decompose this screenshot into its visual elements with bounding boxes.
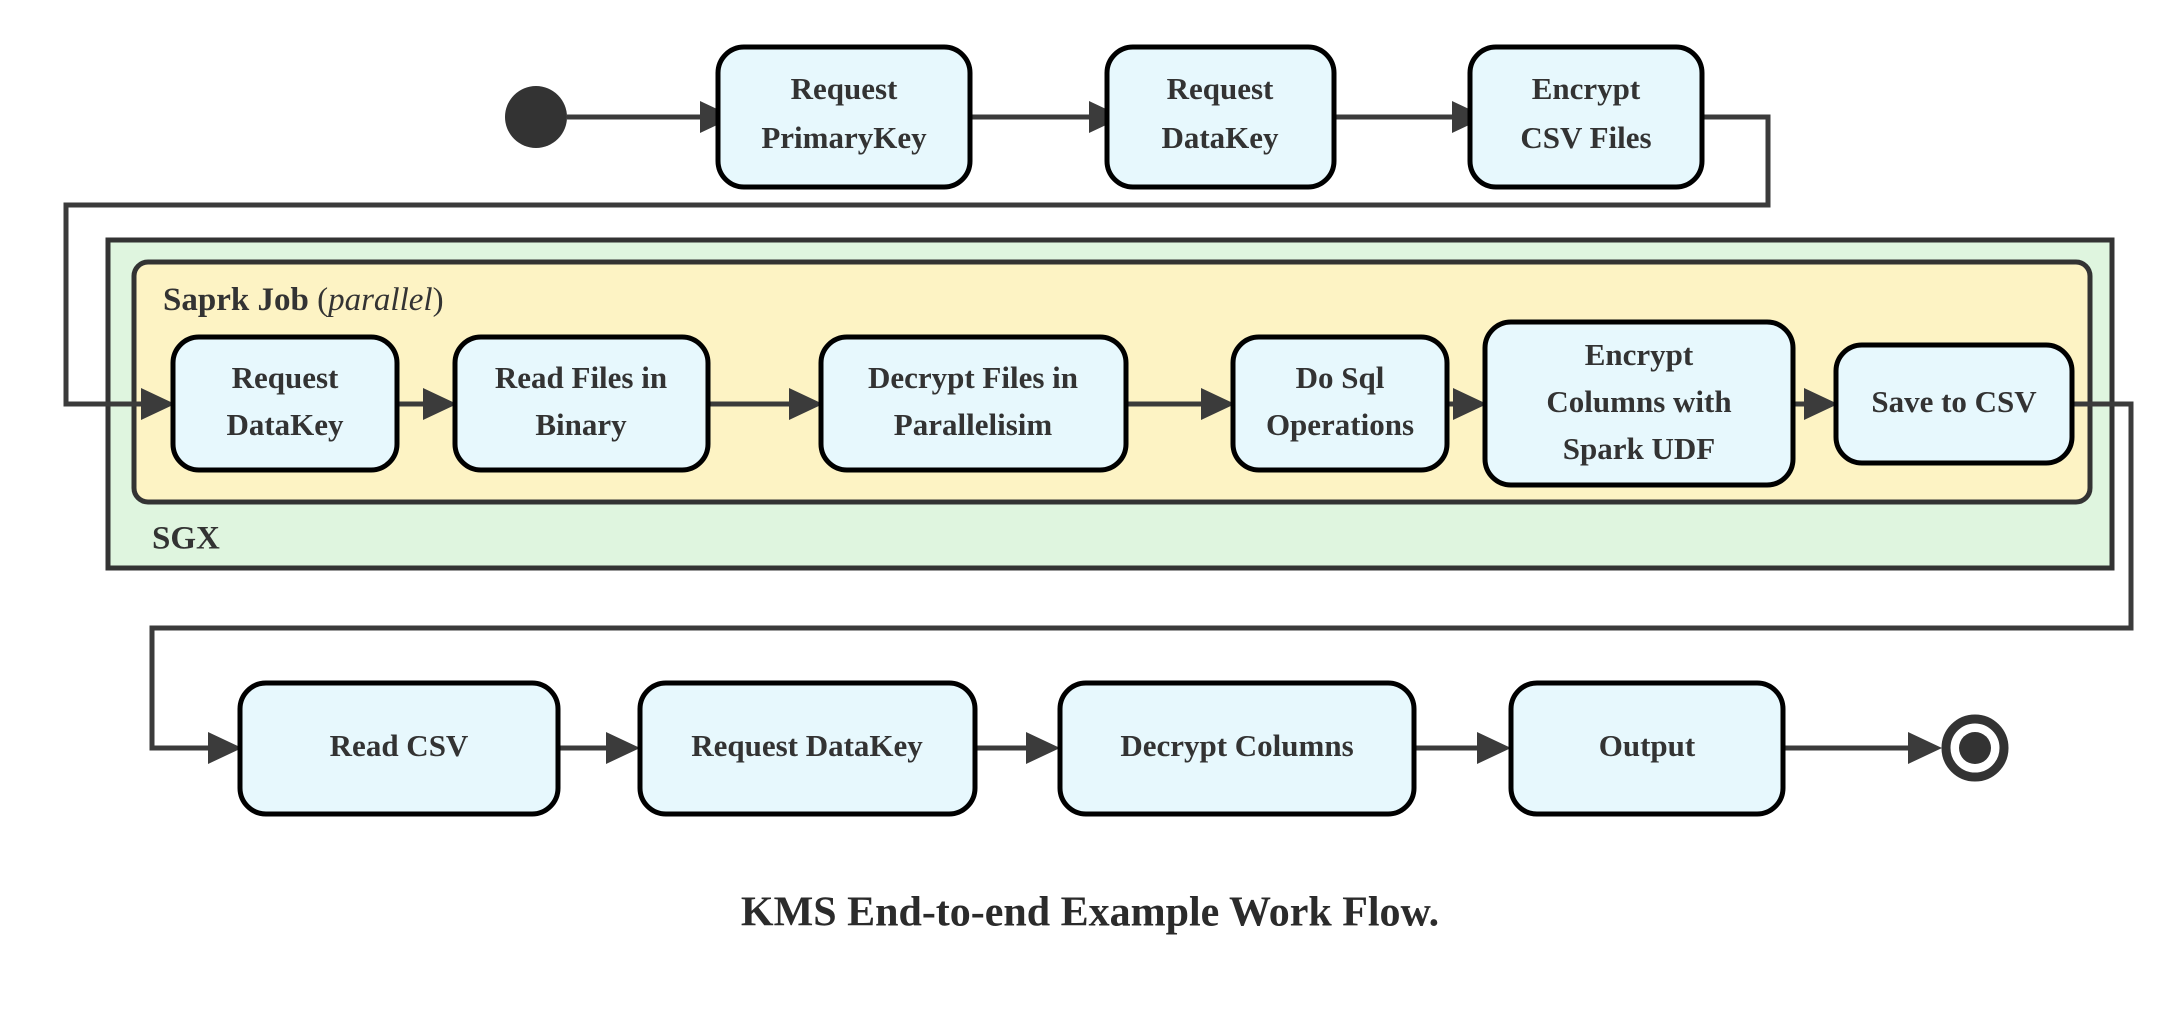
node-save-to-csv-label: Save to CSV xyxy=(1871,384,2037,419)
node-encrypt-columns-with-spark-udf-label3: Spark UDF xyxy=(1563,431,1715,466)
node-request-datakey-top-label: Request xyxy=(1167,71,1274,106)
edges-layer xyxy=(63,101,2134,764)
node-request-datakey-bottom[interactable]: Request DataKey xyxy=(637,680,978,817)
node-decrypt-files-in-parallelisim[interactable]: Decrypt Files in Parallelisim xyxy=(818,334,1129,473)
node-do-sql-operations[interactable]: Do Sql Operations xyxy=(1230,334,1450,473)
node-request-datakey-spark-label2: DataKey xyxy=(226,407,344,442)
node-read-csv[interactable]: Read CSV xyxy=(237,680,561,817)
edge-decrypt-files-to-do-sql xyxy=(1126,388,1235,420)
spark-job-label-paren-open: ( xyxy=(309,282,328,318)
node-output[interactable]: Output xyxy=(1508,680,1786,817)
edge-output-to-end xyxy=(1783,732,1942,764)
node-encrypt-csv-files-label: Encrypt xyxy=(1532,71,1641,106)
node-decrypt-columns-label: Decrypt Columns xyxy=(1120,728,1353,763)
sgx-label: SGX xyxy=(152,521,220,557)
edge-start-to-request-primarykey xyxy=(567,101,734,133)
node-request-primarykey[interactable]: Request PrimaryKey xyxy=(715,44,973,190)
node-decrypt-files-in-parallelisim-label: Decrypt Files in xyxy=(868,360,1078,395)
end-node xyxy=(1941,714,2009,782)
edge-request-datakey-spark-to-read-files xyxy=(397,388,457,420)
edge-request-datakey-to-decrypt-columns xyxy=(975,732,1060,764)
diagram-caption: KMS End-to-end Example Work Flow. xyxy=(741,890,1439,936)
spark-job-label-italic: parallel xyxy=(326,282,433,318)
node-request-datakey-bottom-label: Request DataKey xyxy=(691,728,923,763)
node-read-files-in-binary-label: Read Files in xyxy=(495,360,667,395)
node-output-label: Output xyxy=(1599,728,1696,763)
edge-read-csv-to-request-datakey xyxy=(558,732,640,764)
node-do-sql-operations-label2: Operations xyxy=(1266,407,1414,442)
edge-decrypt-columns-to-output xyxy=(1414,732,1511,764)
edge-save-to-csv-to-read-csv xyxy=(149,401,2134,764)
node-encrypt-csv-files-label2: CSV Files xyxy=(1520,120,1651,155)
edge-request-primarykey-to-request-datakey xyxy=(970,101,1123,133)
node-encrypt-columns-with-spark-udf-label: Encrypt xyxy=(1585,337,1694,372)
spark-job-label-paren-close: ) xyxy=(433,282,444,318)
node-read-files-in-binary-label2: Binary xyxy=(535,407,627,442)
start-node xyxy=(505,86,567,148)
edge-request-datakey-to-encrypt-csv xyxy=(1334,101,1486,133)
edge-encrypt-csv-to-request-datakey-spark xyxy=(63,114,1771,420)
node-save-to-csv[interactable]: Save to CSV xyxy=(1833,342,2075,466)
node-decrypt-files-in-parallelisim-label2: Parallelisim xyxy=(894,407,1053,442)
node-request-datakey-spark[interactable]: Request DataKey xyxy=(170,334,400,473)
node-request-primarykey-label2: PrimaryKey xyxy=(761,120,927,155)
edge-read-files-to-decrypt-files xyxy=(708,388,823,420)
node-do-sql-operations-label: Do Sql xyxy=(1296,360,1385,395)
node-encrypt-csv-files[interactable]: Encrypt CSV Files xyxy=(1467,44,1705,190)
node-request-datakey-spark-label: Request xyxy=(232,360,339,395)
spark-job-label-bold: Saprk Job xyxy=(163,282,309,318)
node-request-primarykey-label: Request xyxy=(791,71,898,106)
node-encrypt-columns-with-spark-udf-label2: Columns with xyxy=(1546,384,1731,419)
node-request-datakey-top-label2: DataKey xyxy=(1161,120,1279,155)
node-decrypt-columns[interactable]: Decrypt Columns xyxy=(1057,680,1417,817)
node-read-files-in-binary[interactable]: Read Files in Binary xyxy=(452,334,711,473)
node-read-csv-label: Read CSV xyxy=(330,728,469,763)
spark-job-label: Saprk Job (parallel) xyxy=(163,282,444,318)
node-encrypt-columns-with-spark-udf[interactable]: Encrypt Columns with Spark UDF xyxy=(1482,319,1796,488)
node-request-datakey-top[interactable]: Request DataKey xyxy=(1104,44,1337,190)
